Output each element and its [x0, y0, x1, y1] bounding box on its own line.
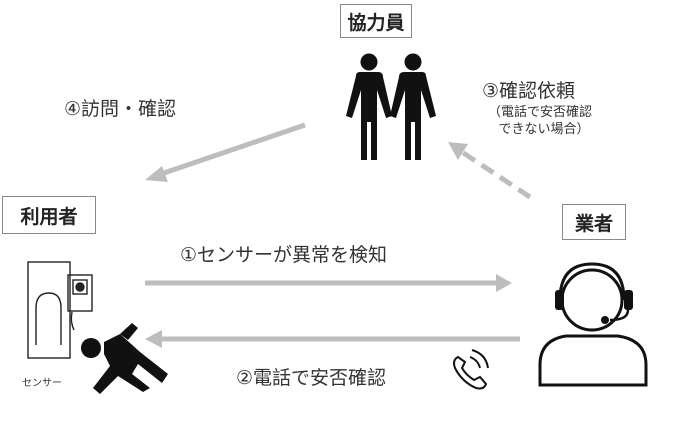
user-label: 利用者 [20, 205, 78, 228]
step3-note-line1: （電話で安否確認 [488, 105, 593, 120]
user-box: 利用者 [2, 196, 96, 234]
helpers-label: 協力員 [347, 11, 405, 34]
step4-label: ④訪問・確認 [64, 98, 177, 120]
phone-ringing-icon [453, 349, 489, 390]
fallen-person-icon [81, 323, 168, 394]
arrow-step1 [145, 274, 512, 292]
two-people-icon [346, 53, 436, 160]
sensor-label: センサー [22, 378, 62, 389]
step1-label: ①センサーが異常を検知 [180, 244, 388, 266]
provider-label: 業者 [574, 212, 613, 235]
arrow-step2 [145, 330, 520, 348]
sensor-device-icon [27, 261, 93, 359]
step3-label: ③確認依頼 [482, 80, 576, 102]
step3-note: （電話で安否確認 できない場合） [488, 104, 592, 138]
provider-box: 業者 [562, 204, 626, 240]
helpers-box: 協力員 [340, 4, 412, 38]
arrow-step4 [145, 122, 306, 182]
step2-label: ②電話で安否確認 [236, 367, 387, 389]
step3-note-line2: できない場合） [498, 122, 590, 137]
headset-operator-icon [538, 262, 648, 387]
arrow-step3 [448, 142, 532, 200]
